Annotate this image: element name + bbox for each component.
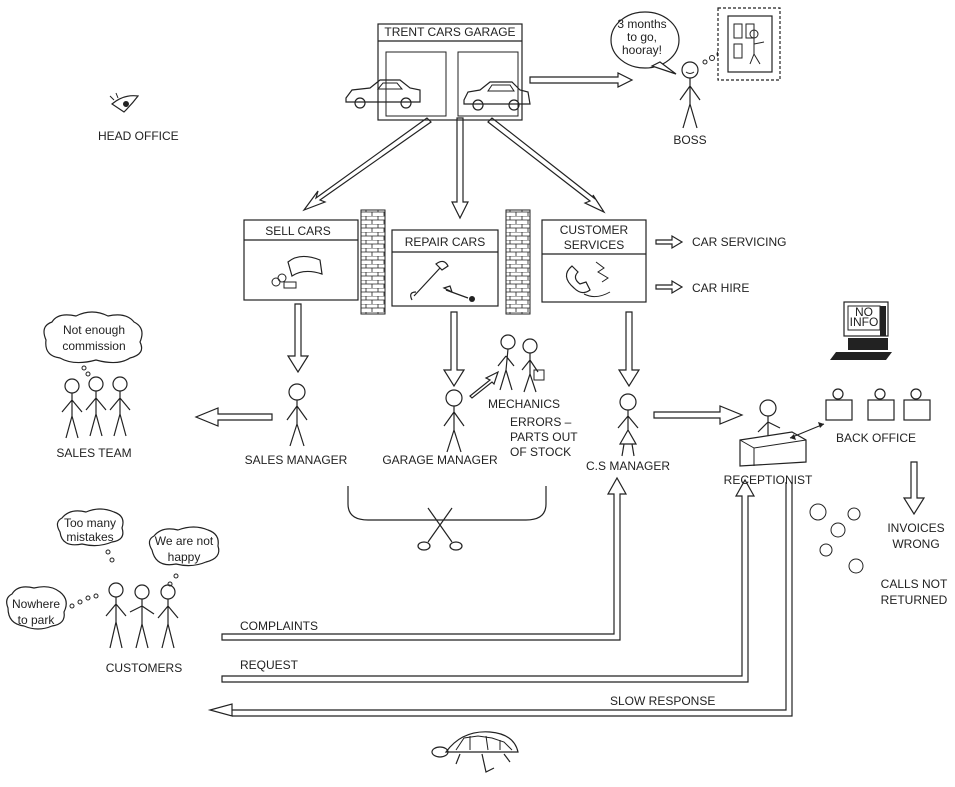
car-icon bbox=[345, 79, 421, 109]
arrow-car-hire bbox=[655, 279, 684, 295]
errors-line2: PARTS OUT bbox=[510, 430, 578, 444]
arrow-to-mechanics bbox=[469, 370, 500, 399]
arrow-down-garage bbox=[442, 311, 466, 388]
car-servicing-label: CAR SERVICING bbox=[692, 235, 786, 249]
invoices-line1: INVOICES bbox=[887, 521, 944, 535]
slow-response-flow-arrow bbox=[207, 482, 793, 717]
back-office-label: BACK OFFICE bbox=[836, 431, 916, 445]
boss-label: BOSS bbox=[673, 133, 706, 147]
arrow-to-receptionist bbox=[653, 405, 744, 425]
svg-text:SERVICES: SERVICES bbox=[564, 238, 624, 252]
boss-figure bbox=[679, 61, 701, 129]
screwdriver-icon bbox=[442, 285, 475, 302]
scissors-icon bbox=[417, 507, 463, 551]
request-flow-arrow bbox=[221, 478, 756, 683]
arrow-to-boss bbox=[529, 72, 634, 88]
svg-text:REPAIR CARS: REPAIR CARS bbox=[405, 235, 485, 249]
turtle-icon bbox=[431, 731, 519, 773]
sales-team-thought-cloud: Not enough commission bbox=[43, 311, 143, 377]
garage-manager-figure bbox=[443, 389, 465, 453]
svg-text:to go,: to go, bbox=[627, 30, 657, 44]
svg-text:NO: NO bbox=[855, 305, 873, 319]
mechanics-label: MECHANICS bbox=[488, 397, 560, 411]
wrench-icon bbox=[410, 260, 449, 301]
svg-text:Too many: Too many bbox=[64, 516, 116, 530]
cs-manager-figure bbox=[617, 393, 639, 457]
svg-text:SELL CARS: SELL CARS bbox=[265, 224, 331, 238]
repair-cars-box: REPAIR CARS bbox=[391, 229, 499, 307]
complaints-label: COMPLAINTS bbox=[240, 619, 318, 633]
arrow-car-servicing bbox=[655, 234, 684, 250]
mechanics-figures bbox=[497, 334, 545, 393]
arrow-receptionist-back-office bbox=[789, 422, 825, 440]
invoices-line2: WRONG bbox=[892, 537, 939, 551]
svg-text:Not enough: Not enough bbox=[63, 323, 125, 337]
receptionist-figure bbox=[739, 399, 807, 467]
request-label: REQUEST bbox=[240, 658, 299, 672]
arrow-to-repair bbox=[451, 117, 469, 220]
bubbles bbox=[809, 503, 864, 574]
errors-line1: ERRORS – bbox=[510, 415, 572, 429]
car-icon bbox=[463, 81, 531, 111]
sales-manager-figure bbox=[286, 383, 308, 447]
garage-manager-label: GARAGE MANAGER bbox=[382, 453, 498, 467]
customer-services-box: CUSTOMER SERVICES bbox=[541, 219, 647, 303]
garage-title: TRENT CARS GARAGE bbox=[384, 25, 515, 39]
slow-response-label: SLOW RESPONSE bbox=[610, 694, 715, 708]
svg-text:CUSTOMER: CUSTOMER bbox=[560, 223, 629, 237]
sales-manager-label: SALES MANAGER bbox=[245, 453, 348, 467]
thought-cloud-mistakes: Too many mistakes bbox=[56, 508, 124, 563]
cut-bracket bbox=[347, 486, 547, 521]
exit-door-icon bbox=[717, 7, 781, 81]
receptionist-label: RECEPTIONIST bbox=[724, 473, 813, 487]
sell-cars-box: SELL CARS bbox=[243, 219, 359, 301]
svg-text:INFO: INFO bbox=[850, 315, 879, 329]
brick-wall bbox=[505, 209, 531, 315]
phone-icon bbox=[565, 261, 611, 298]
car-hire-label: CAR HIRE bbox=[692, 281, 749, 295]
arrow-to-sell bbox=[302, 117, 432, 212]
svg-text:hooray!: hooray! bbox=[622, 43, 662, 57]
eye-icon bbox=[109, 92, 140, 113]
svg-text:3 months: 3 months bbox=[617, 17, 666, 31]
arrow-to-sales-team bbox=[194, 407, 273, 427]
calls-line2: RETURNED bbox=[881, 593, 948, 607]
svg-text:We are not: We are not bbox=[155, 534, 214, 548]
back-office-workers bbox=[825, 388, 931, 421]
cs-manager-label: C.S MANAGER bbox=[586, 459, 670, 473]
thought-cloud-park: Nowhere to park bbox=[6, 586, 99, 630]
svg-text:commission: commission bbox=[62, 339, 125, 353]
money-icon bbox=[271, 255, 323, 289]
garage-building: TRENT CARS GARAGE bbox=[345, 23, 531, 121]
svg-text:happy: happy bbox=[168, 550, 201, 564]
sales-team-figures bbox=[61, 376, 131, 439]
arrow-down-cs bbox=[617, 311, 641, 388]
sales-team-label: SALES TEAM bbox=[56, 446, 131, 460]
customers-label: CUSTOMERS bbox=[106, 661, 182, 675]
calls-line1: CALLS NOT bbox=[881, 577, 948, 591]
boss-speech-bubble: 3 months to go, hooray! bbox=[610, 11, 680, 75]
customer-figures bbox=[105, 582, 179, 649]
arrow-to-invoices bbox=[902, 461, 926, 516]
svg-text:to park: to park bbox=[18, 613, 56, 627]
svg-text:mistakes: mistakes bbox=[66, 530, 113, 544]
computer-icon: NO INFO bbox=[830, 301, 892, 360]
errors-line3: OF STOCK bbox=[510, 445, 571, 459]
arrow-to-customer bbox=[487, 117, 606, 214]
brick-wall bbox=[360, 209, 386, 315]
arrow-down-sales bbox=[286, 303, 310, 374]
complaints-flow-arrow bbox=[221, 476, 628, 641]
thought-cloud-happy: We are not happy bbox=[148, 526, 220, 587]
svg-text:Nowhere: Nowhere bbox=[12, 597, 60, 611]
head-office-label: HEAD OFFICE bbox=[98, 129, 179, 143]
